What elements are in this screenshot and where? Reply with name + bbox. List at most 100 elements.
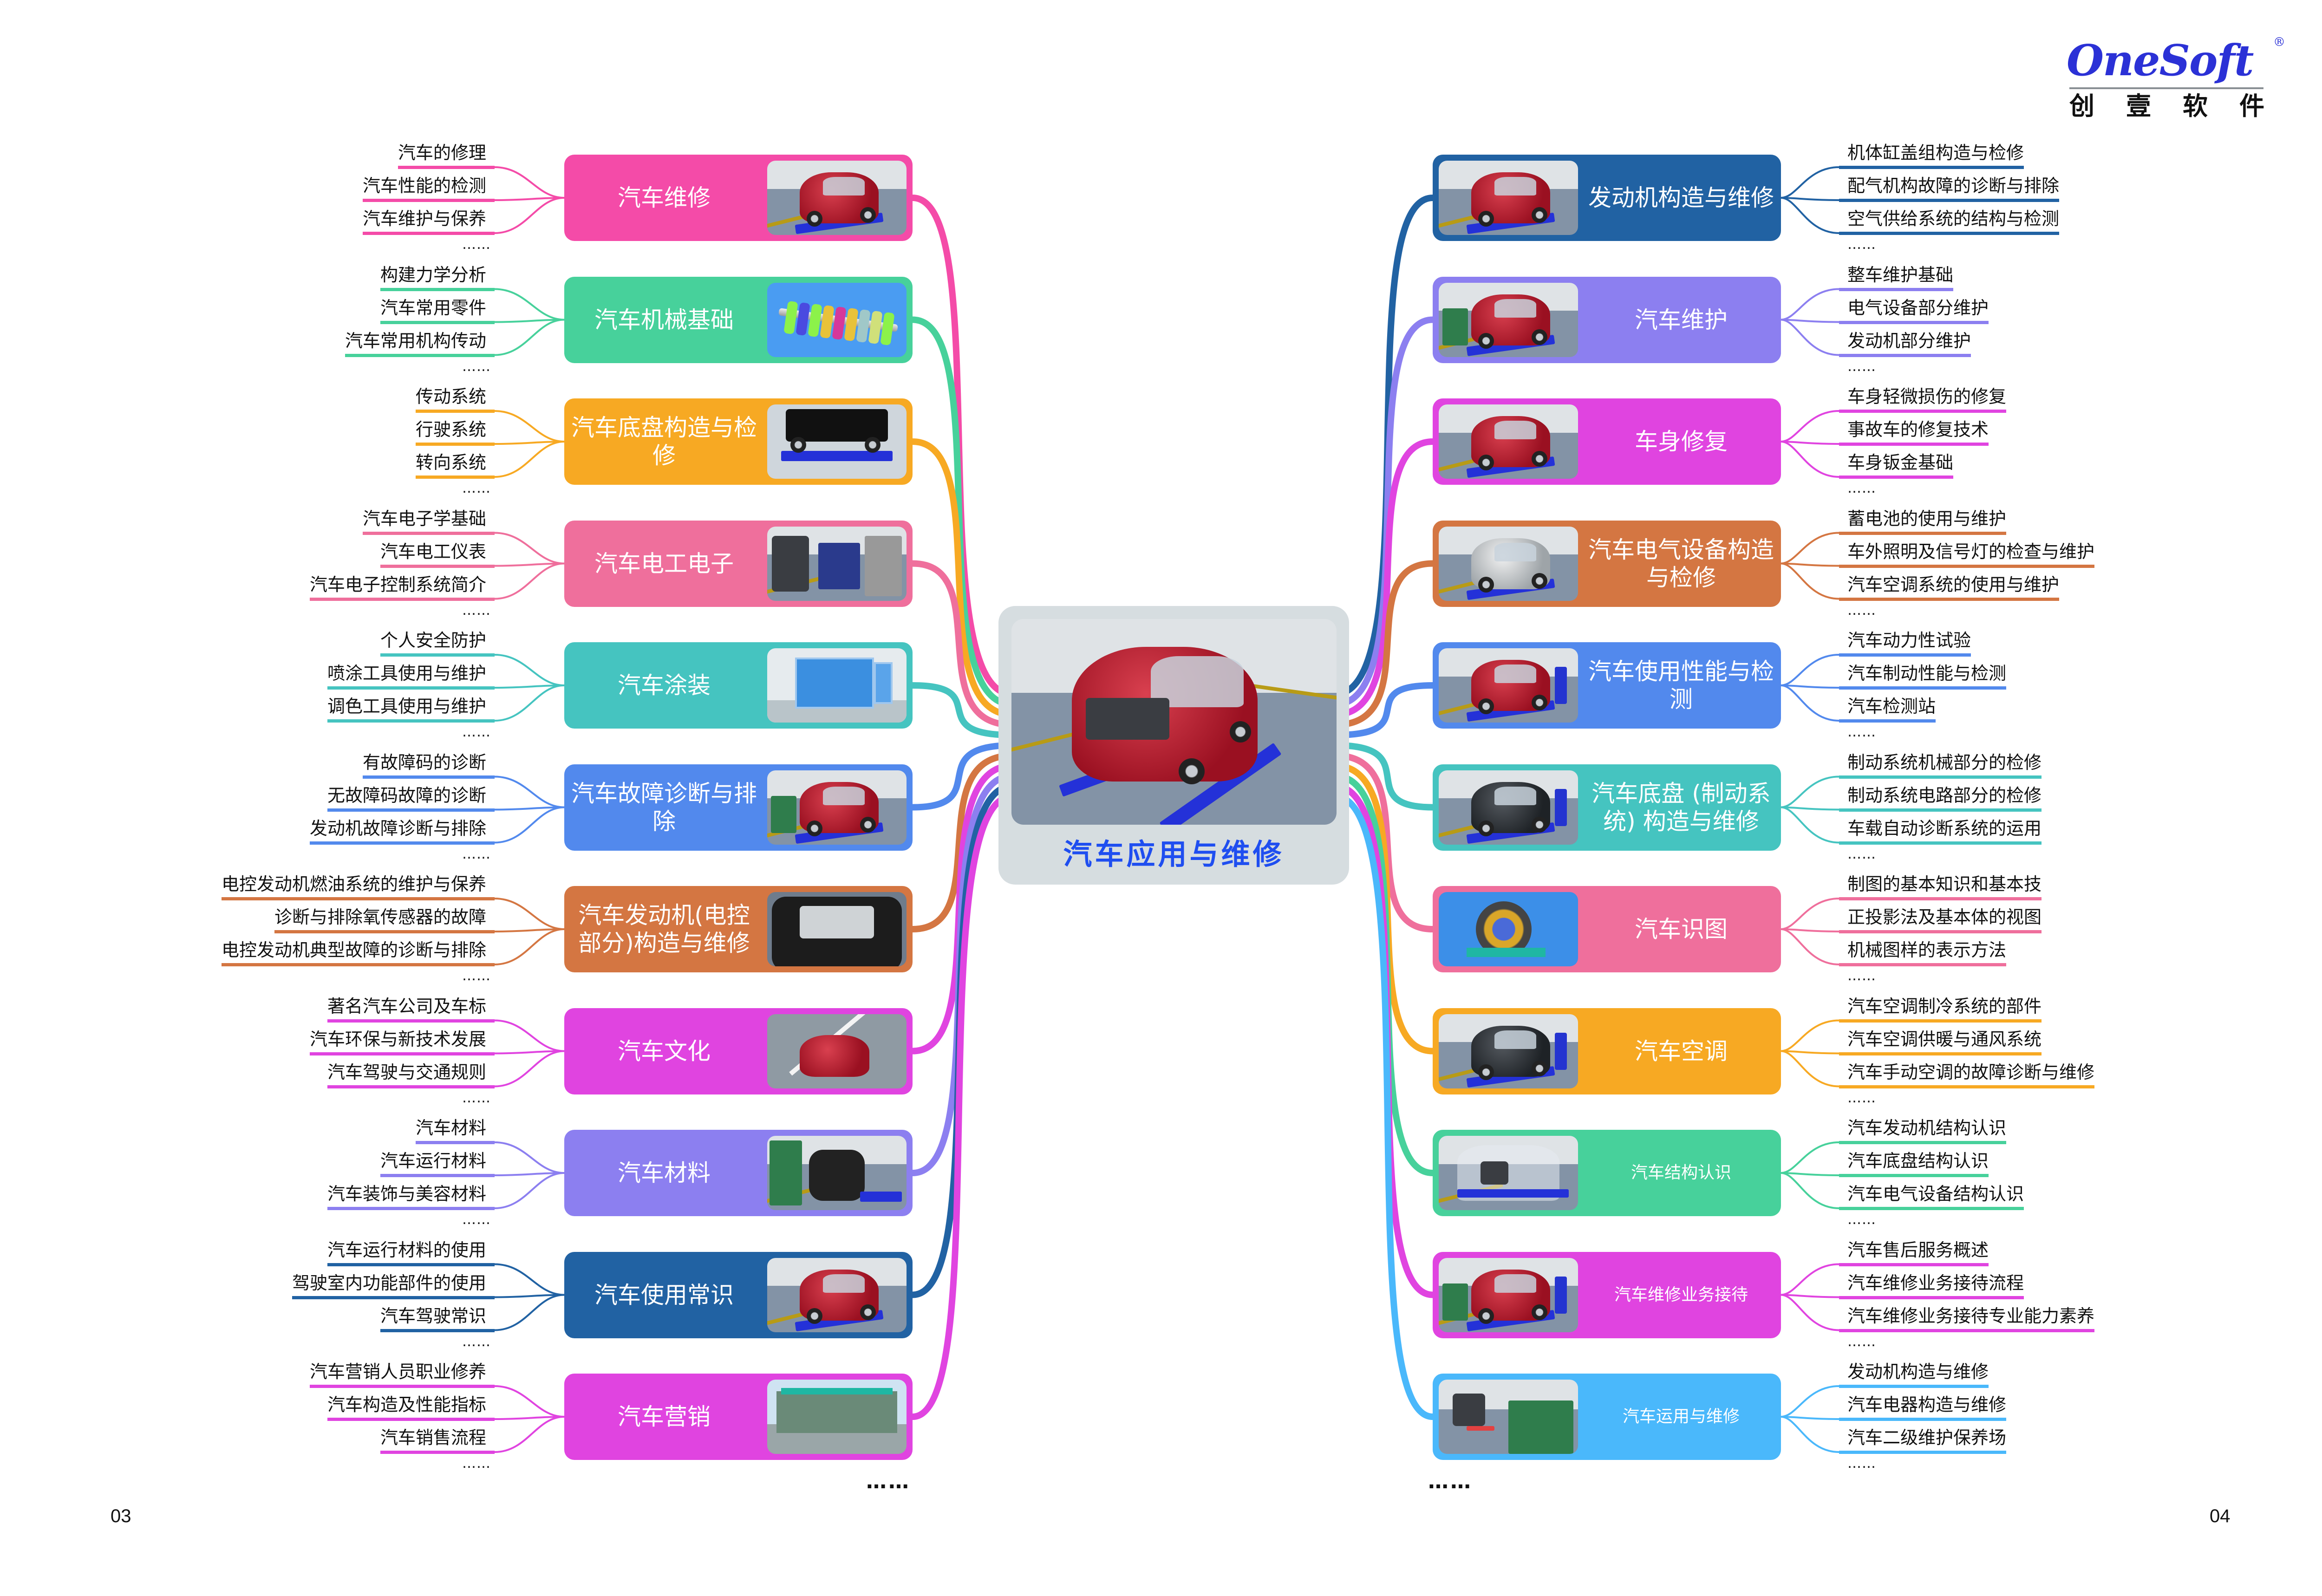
sub-topic[interactable]: 汽车维修业务接待专业能力素养 xyxy=(1847,1305,2095,1326)
sub-connector xyxy=(494,654,565,686)
category-thumbnail-tires-fluids xyxy=(767,1136,907,1210)
sub-topic[interactable]: 汽车二级维护保养场 xyxy=(1847,1427,2007,1448)
sub-topic[interactable]: 机体缸盖组构造与检修 xyxy=(1847,143,2024,163)
sub-topic[interactable]: 汽车的修理 xyxy=(398,143,487,163)
category-label: 汽车文化 xyxy=(618,1037,711,1065)
sub-topic[interactable]: 转向系统 xyxy=(416,452,487,473)
sub-topic[interactable]: 正投影法及基本体的视图 xyxy=(1847,907,2042,927)
category-node[interactable]: 汽车涂装 xyxy=(564,642,913,729)
sub-topic[interactable]: 汽车驾驶与交通规则 xyxy=(327,1062,487,1082)
category-node[interactable]: 汽车材料 xyxy=(564,1130,913,1216)
sub-topic[interactable]: 汽车常用零件 xyxy=(380,297,487,318)
sub-topic[interactable]: 诊断与排除氧传感器的故障 xyxy=(274,907,487,927)
sub-topic[interactable]: 电控发动机典型故障的诊断与排除 xyxy=(222,940,487,960)
sub-topic[interactable]: 汽车营销人员职业修养 xyxy=(310,1361,487,1382)
sub-topic[interactable]: 车外照明及信号灯的检查与维护 xyxy=(1847,541,2095,562)
sub-topic[interactable]: 机械图样的表示方法 xyxy=(1847,940,2007,960)
category-node[interactable]: 汽车维修 xyxy=(564,155,913,241)
registered-mark-icon: ® xyxy=(2273,35,2285,49)
sub-topic[interactable]: 汽车常用机构传动 xyxy=(345,330,487,351)
category-node[interactable]: 汽车底盘 (制动系统) 构造与维修 xyxy=(1433,764,1781,851)
central-topic[interactable]: 汽车应用与维修 xyxy=(998,606,1349,885)
sub-topic[interactable]: 汽车销售流程 xyxy=(380,1427,487,1448)
sub-topic[interactable]: 个人安全防护 xyxy=(380,630,487,651)
sub-topic[interactable]: 车载自动诊断系统的运用 xyxy=(1847,818,2042,839)
sub-topic[interactable]: 发动机部分维护 xyxy=(1847,330,1971,351)
sub-topic[interactable]: 汽车驾驶常识 xyxy=(380,1305,487,1326)
category-node[interactable]: 汽车故障诊断与排除 xyxy=(564,764,913,851)
sub-topic[interactable]: 整车维护基础 xyxy=(1847,264,1954,285)
sub-topic[interactable]: 制图的基本知识和基本技 xyxy=(1847,874,2042,894)
category-node[interactable]: 汽车维护 xyxy=(1433,276,1781,363)
thumbnail-shape xyxy=(807,1308,822,1324)
thumbnail-shape xyxy=(1478,698,1494,714)
sub-topic[interactable]: 汽车底盘结构认识 xyxy=(1847,1151,1989,1171)
category-node[interactable]: 汽车电气设备构造与检修 xyxy=(1433,520,1781,607)
sub-topic[interactable]: 著名汽车公司及车标 xyxy=(327,996,487,1016)
more-items-marker: …… xyxy=(1847,602,1876,619)
sub-topic[interactable]: 无故障码故障的诊断 xyxy=(327,785,487,806)
sub-topic[interactable]: 汽车材料 xyxy=(416,1118,487,1138)
category-node[interactable]: 汽车电工电子 xyxy=(564,520,913,607)
sub-topic-underline xyxy=(380,1329,495,1332)
sub-topic[interactable]: 汽车发动机结构认识 xyxy=(1847,1118,2007,1138)
category-node[interactable]: 汽车机械基础 xyxy=(564,276,913,363)
sub-connector xyxy=(1780,928,1840,965)
sub-topic[interactable]: 事故车的修复技术 xyxy=(1847,419,1989,440)
category-node[interactable]: 汽车使用性能与检测 xyxy=(1433,642,1781,729)
sub-topic[interactable]: 汽车检测站 xyxy=(1847,696,1936,717)
category-node[interactable]: 汽车底盘构造与检修 xyxy=(564,398,913,485)
sub-topic[interactable]: 汽车制动性能与检测 xyxy=(1847,663,2007,684)
sub-topic[interactable]: 汽车电工仪表 xyxy=(380,541,487,562)
sub-topic[interactable]: 汽车空调系统的使用与维护 xyxy=(1847,574,2060,595)
sub-topic[interactable]: 电控发动机燃油系统的维护与保养 xyxy=(222,874,487,894)
sub-topic[interactable]: 电气设备部分维护 xyxy=(1847,297,1989,318)
sub-topic[interactable]: 驾驶室内功能部件的使用 xyxy=(292,1272,487,1293)
sub-connector xyxy=(1780,1172,1840,1176)
sub-topic[interactable]: 调色工具使用与维护 xyxy=(327,696,487,717)
sub-topic[interactable]: 汽车电器构造与维修 xyxy=(1847,1394,2007,1415)
sub-topic[interactable]: 汽车售后服务概述 xyxy=(1847,1239,1989,1260)
thumbnail-shape xyxy=(1494,1030,1536,1049)
category-node[interactable]: 汽车空调 xyxy=(1433,1008,1781,1094)
sub-topic[interactable]: 车身钣金基础 xyxy=(1847,452,1954,473)
sub-topic[interactable]: 汽车电子控制系统简介 xyxy=(310,574,487,595)
sub-topic[interactable]: 汽车性能的检测 xyxy=(363,176,487,196)
sub-topic[interactable]: 汽车空调制冷系统的部件 xyxy=(1847,996,2042,1016)
category-node[interactable]: 发动机构造与维修 xyxy=(1433,155,1781,241)
sub-topic[interactable]: 行驶系统 xyxy=(416,419,487,440)
sub-topic[interactable]: 汽车手动空调的故障诊断与维修 xyxy=(1847,1062,2095,1082)
sub-topic[interactable]: 汽车动力性试验 xyxy=(1847,630,1971,651)
sub-topic[interactable]: 汽车装饰与美容材料 xyxy=(327,1184,487,1204)
sub-topic[interactable]: 汽车空调供暖与通风系统 xyxy=(1847,1029,2042,1049)
sub-topic[interactable]: 传动系统 xyxy=(416,386,487,407)
category-node[interactable]: 汽车使用常识 xyxy=(564,1251,913,1338)
sub-topic[interactable]: 汽车电子学基础 xyxy=(363,508,487,529)
category-node[interactable]: 汽车发动机(电控部分)构造与维修 xyxy=(564,886,913,972)
category-node[interactable]: 车身修复 xyxy=(1433,398,1781,485)
category-node[interactable]: 汽车识图 xyxy=(1433,886,1781,972)
sub-topic[interactable]: 蓄电池的使用与维护 xyxy=(1847,508,2007,529)
sub-topic[interactable]: 汽车维护与保养 xyxy=(363,208,487,229)
category-node[interactable]: 汽车文化 xyxy=(564,1008,913,1094)
category-node[interactable]: 汽车营销 xyxy=(564,1374,913,1460)
sub-topic[interactable]: 汽车维修业务接待流程 xyxy=(1847,1272,2024,1293)
sub-topic[interactable]: 制动系统电路部分的检修 xyxy=(1847,785,2042,806)
sub-topic[interactable]: 有故障码的诊断 xyxy=(363,752,487,773)
category-node[interactable]: 汽车维修业务接待 xyxy=(1433,1251,1781,1338)
sub-topic[interactable]: 喷涂工具使用与维护 xyxy=(327,663,487,684)
sub-topic[interactable]: 空气供给系统的结构与检测 xyxy=(1847,208,2060,229)
sub-topic[interactable]: 汽车运行材料 xyxy=(380,1151,487,1171)
sub-topic[interactable]: 制动系统机械部分的检修 xyxy=(1847,752,2042,773)
sub-topic[interactable]: 发动机构造与维修 xyxy=(1847,1361,1989,1382)
sub-topic[interactable]: 构建力学分析 xyxy=(380,264,487,285)
category-node[interactable]: 汽车结构认识 xyxy=(1433,1130,1781,1216)
sub-topic[interactable]: 汽车电气设备结构认识 xyxy=(1847,1184,2024,1204)
sub-topic[interactable]: 车身轻微损伤的修复 xyxy=(1847,386,2007,407)
sub-topic[interactable]: 汽车运行材料的使用 xyxy=(327,1239,487,1260)
sub-topic[interactable]: 发动机故障诊断与排除 xyxy=(310,818,487,839)
sub-topic[interactable]: 汽车环保与新技术发展 xyxy=(310,1029,487,1049)
sub-topic[interactable]: 汽车构造及性能指标 xyxy=(327,1394,487,1415)
sub-topic[interactable]: 配气机构故障的诊断与排除 xyxy=(1847,176,2060,196)
category-node[interactable]: 汽车运用与维修 xyxy=(1433,1374,1781,1460)
